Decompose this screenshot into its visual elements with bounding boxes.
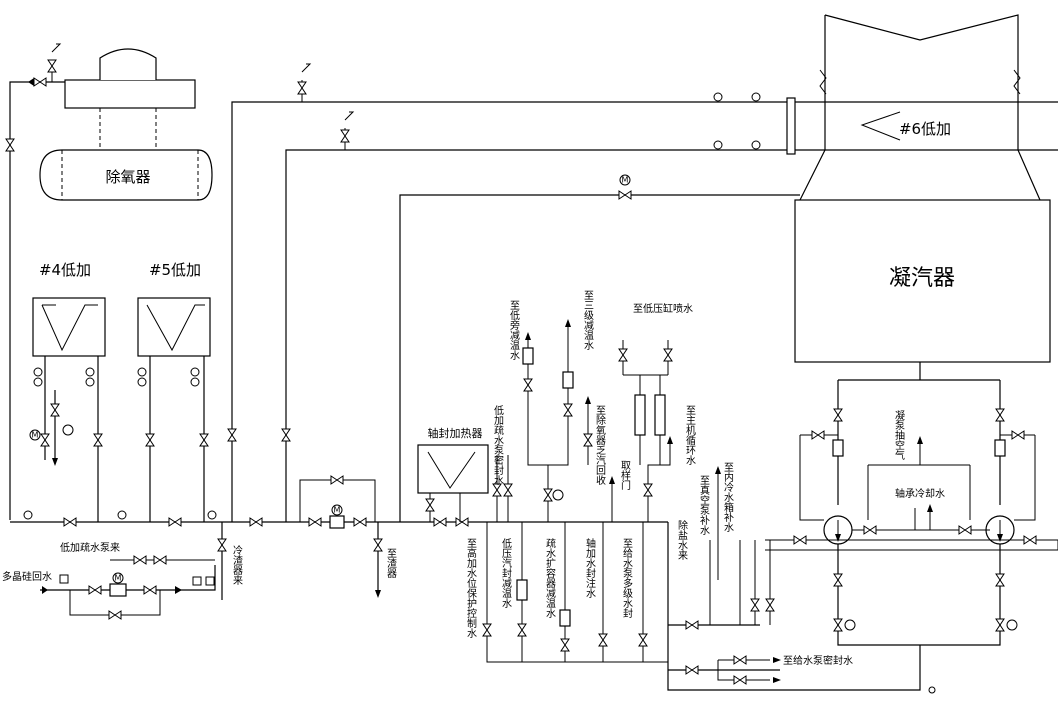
label-to-fw-pump-seal: 至给水泵密封水 <box>783 654 853 667</box>
label-bearing-cooling: 轴承冷却水 <box>895 487 945 500</box>
label-condensate-pump-air: 凝泵抽空气 <box>893 410 905 460</box>
label-to-lp-bypass: 至低旁减温水 <box>508 300 520 360</box>
deaerator-label: 除氧器 <box>105 168 150 186</box>
lp-heater-4: #4低加 <box>32 261 106 357</box>
lp-heater-4-label: #4低加 <box>39 261 91 279</box>
label-lp-drain-pump-in: 低加疏水泵来 <box>60 541 120 554</box>
label-to-hp-level: 至高加水位保护控制水 <box>465 538 477 638</box>
label-to-fw-pump-multistage: 至给水泵多级水封 <box>621 538 633 618</box>
label-to-deaerator-recovery: 至除氧器乏汽回收 <box>594 405 606 486</box>
label-demin-water: 除盐水来 <box>676 519 688 561</box>
condenser: 凝汽器 <box>794 14 1051 363</box>
gland-heater-label: 轴封加热器 <box>428 426 483 440</box>
svg-text:M: M <box>622 176 629 185</box>
svg-text:M: M <box>334 506 341 515</box>
lp-heater-5-label: #5低加 <box>149 261 201 279</box>
condenser-label: 凝汽器 <box>889 266 955 291</box>
lp-heater-6: #6低加 <box>786 97 1058 155</box>
label-to-stage3: 至三级减温水 <box>582 290 594 350</box>
deaerator: 除氧器 <box>39 48 213 201</box>
label-drain-flash: 疏水扩容器减温水 <box>544 537 556 618</box>
label-shaft-seal-injection: 轴加水封注水 <box>584 537 596 598</box>
svg-text:M: M <box>32 431 39 440</box>
label-sampling: 取样门 <box>619 460 631 491</box>
gland-heater: 轴封加热器 <box>417 426 489 494</box>
label-to-lp-cylinder-spray: 至低压缸喷水 <box>633 302 693 315</box>
label-to-vacuum-pump: 至真空泵补水 <box>698 475 710 535</box>
label-to-inner-cooling: 至内冷水箱补水 <box>722 462 734 532</box>
label-slag-cooler-in: 冷渣器来 <box>231 544 243 586</box>
lp-heater-6-label: #6低加 <box>899 120 951 138</box>
label-to-slag: 至渣器 <box>385 548 397 579</box>
label-lp-drain-pump-seal: 低加疏水泵密封水 <box>492 404 504 485</box>
label-polysilicon-return: 多晶硅回水 <box>2 570 52 583</box>
lp-heater-5: #5低加 <box>137 261 211 357</box>
label-lp-gland-desuperheat: 低压汽封减温水 <box>500 537 512 608</box>
svg-text:M: M <box>115 574 122 583</box>
label-to-main-circulating: 至主机循环水 <box>684 405 696 465</box>
annotation-labels: 至低旁减温水 至三级减温水 至低压缸喷水 至除氧器乏汽回收 低加疏水泵密封水 取… <box>2 290 945 667</box>
